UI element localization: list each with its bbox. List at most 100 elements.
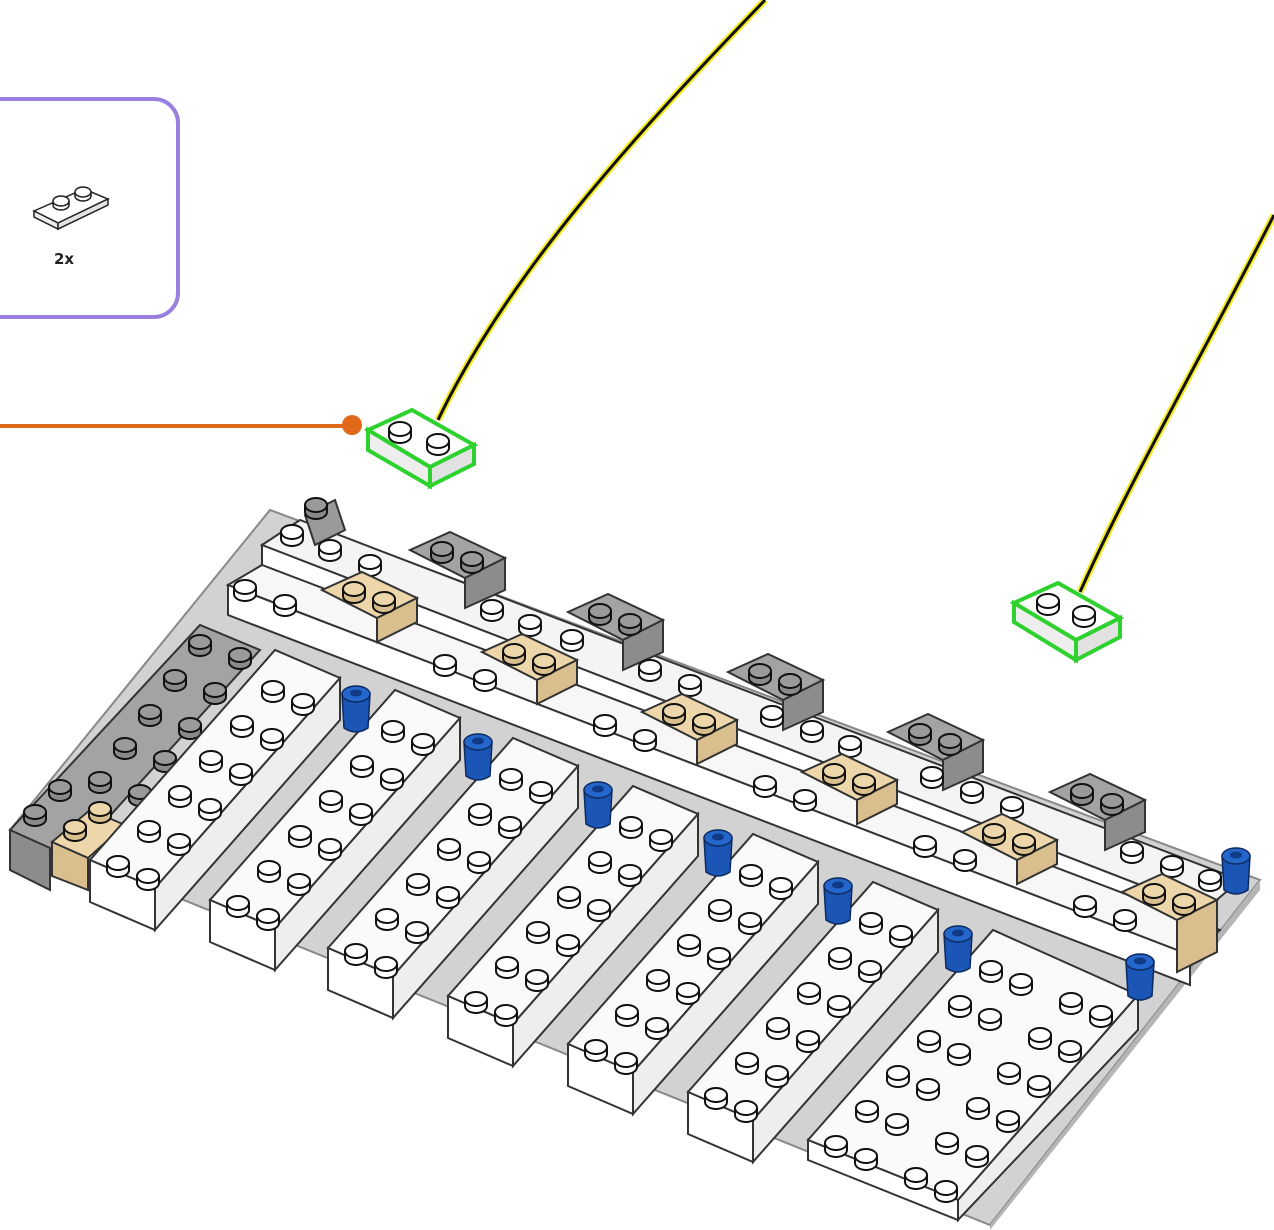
stud: [1059, 992, 1083, 1015]
stud: [1028, 1027, 1052, 1050]
stud: [796, 1030, 820, 1053]
stud: [525, 969, 549, 992]
stud: [1027, 1075, 1051, 1098]
stud: [889, 925, 913, 948]
stud: [526, 921, 550, 944]
stud: [917, 1030, 941, 1053]
stud: [405, 921, 429, 944]
stud: [916, 1078, 940, 1101]
stud: [618, 864, 642, 887]
blue-cone-2: [463, 733, 493, 781]
blue-cone-7: [1125, 953, 1155, 1001]
stud: [769, 877, 793, 900]
stud: [704, 1087, 728, 1110]
parts-callout: 2x: [0, 97, 180, 319]
baseplate: [8, 508, 1262, 1230]
stud: [261, 680, 285, 703]
stud: [106, 855, 130, 878]
stud: [615, 1004, 639, 1027]
stud: [886, 1065, 910, 1088]
stud: [979, 960, 1003, 983]
stud: [498, 816, 522, 839]
stud: [766, 1017, 790, 1040]
stud: [291, 693, 315, 716]
stud: [858, 960, 882, 983]
back-row-studs: [233, 524, 1222, 932]
stud: [587, 899, 611, 922]
stud: [380, 768, 404, 791]
stud: [734, 1100, 758, 1123]
stud: [168, 785, 192, 808]
blue-cone-3: [583, 781, 613, 829]
stud: [256, 908, 280, 931]
stud: [885, 1113, 909, 1136]
stud: [230, 715, 254, 738]
stud: [904, 1167, 928, 1190]
stud: [411, 733, 435, 756]
stud: [226, 895, 250, 918]
stud: [735, 1052, 759, 1075]
stud: [464, 991, 488, 1014]
stud: [997, 1062, 1021, 1085]
stud: [1089, 1005, 1113, 1028]
stud: [707, 947, 731, 970]
stud: [978, 1008, 1002, 1031]
stud: [499, 768, 523, 791]
stud: [319, 790, 343, 813]
part-quantity: 2x: [54, 250, 75, 268]
stud: [495, 956, 519, 979]
stud: [765, 1065, 789, 1088]
stud: [288, 825, 312, 848]
blue-cone-8: [1221, 847, 1251, 895]
stud: [676, 982, 700, 1005]
stud: [947, 1043, 971, 1066]
stud: [199, 750, 223, 773]
stud: [855, 1100, 879, 1123]
stud: [588, 851, 612, 874]
blue-cones: [341, 685, 1251, 1001]
stud: [854, 1148, 878, 1171]
stud: [827, 995, 851, 1018]
back-grey-bricks: [303, 497, 1148, 852]
stud: [966, 1097, 990, 1120]
stud: [619, 816, 643, 839]
stud: [467, 851, 491, 874]
highlighted-plate-2: [1009, 580, 1125, 664]
stud: [349, 803, 373, 826]
stud: [136, 868, 160, 891]
blue-cone-1: [341, 685, 371, 733]
plate-1x2-white-icon: [32, 186, 110, 231]
stud: [965, 1145, 989, 1168]
stud: [1058, 1040, 1082, 1063]
stud: [828, 947, 852, 970]
stud: [797, 982, 821, 1005]
stud: [198, 798, 222, 821]
stud: [318, 838, 342, 861]
stud: [738, 912, 762, 935]
stud: [375, 908, 399, 931]
stud: [614, 1052, 638, 1075]
stud: [287, 873, 311, 896]
stud: [646, 969, 670, 992]
stud: [645, 1017, 669, 1040]
stud: [1009, 973, 1033, 996]
back-rows: [225, 518, 1242, 987]
stud: [824, 1135, 848, 1158]
stud: [529, 781, 553, 804]
stud: [859, 912, 883, 935]
white-bricks-front: [88, 648, 1140, 1223]
stud: [739, 864, 763, 887]
guide-line-2: [1076, 213, 1274, 594]
grey-side-brick: [8, 623, 262, 892]
stud: [406, 873, 430, 896]
stud: [494, 1004, 518, 1027]
stud: [708, 899, 732, 922]
stud: [584, 1039, 608, 1062]
tan-bricks: [319, 570, 1220, 974]
stud: [436, 886, 460, 909]
stud: [996, 1110, 1020, 1133]
pointer-dot: [342, 415, 362, 435]
stud: [948, 995, 972, 1018]
stud: [229, 763, 253, 786]
